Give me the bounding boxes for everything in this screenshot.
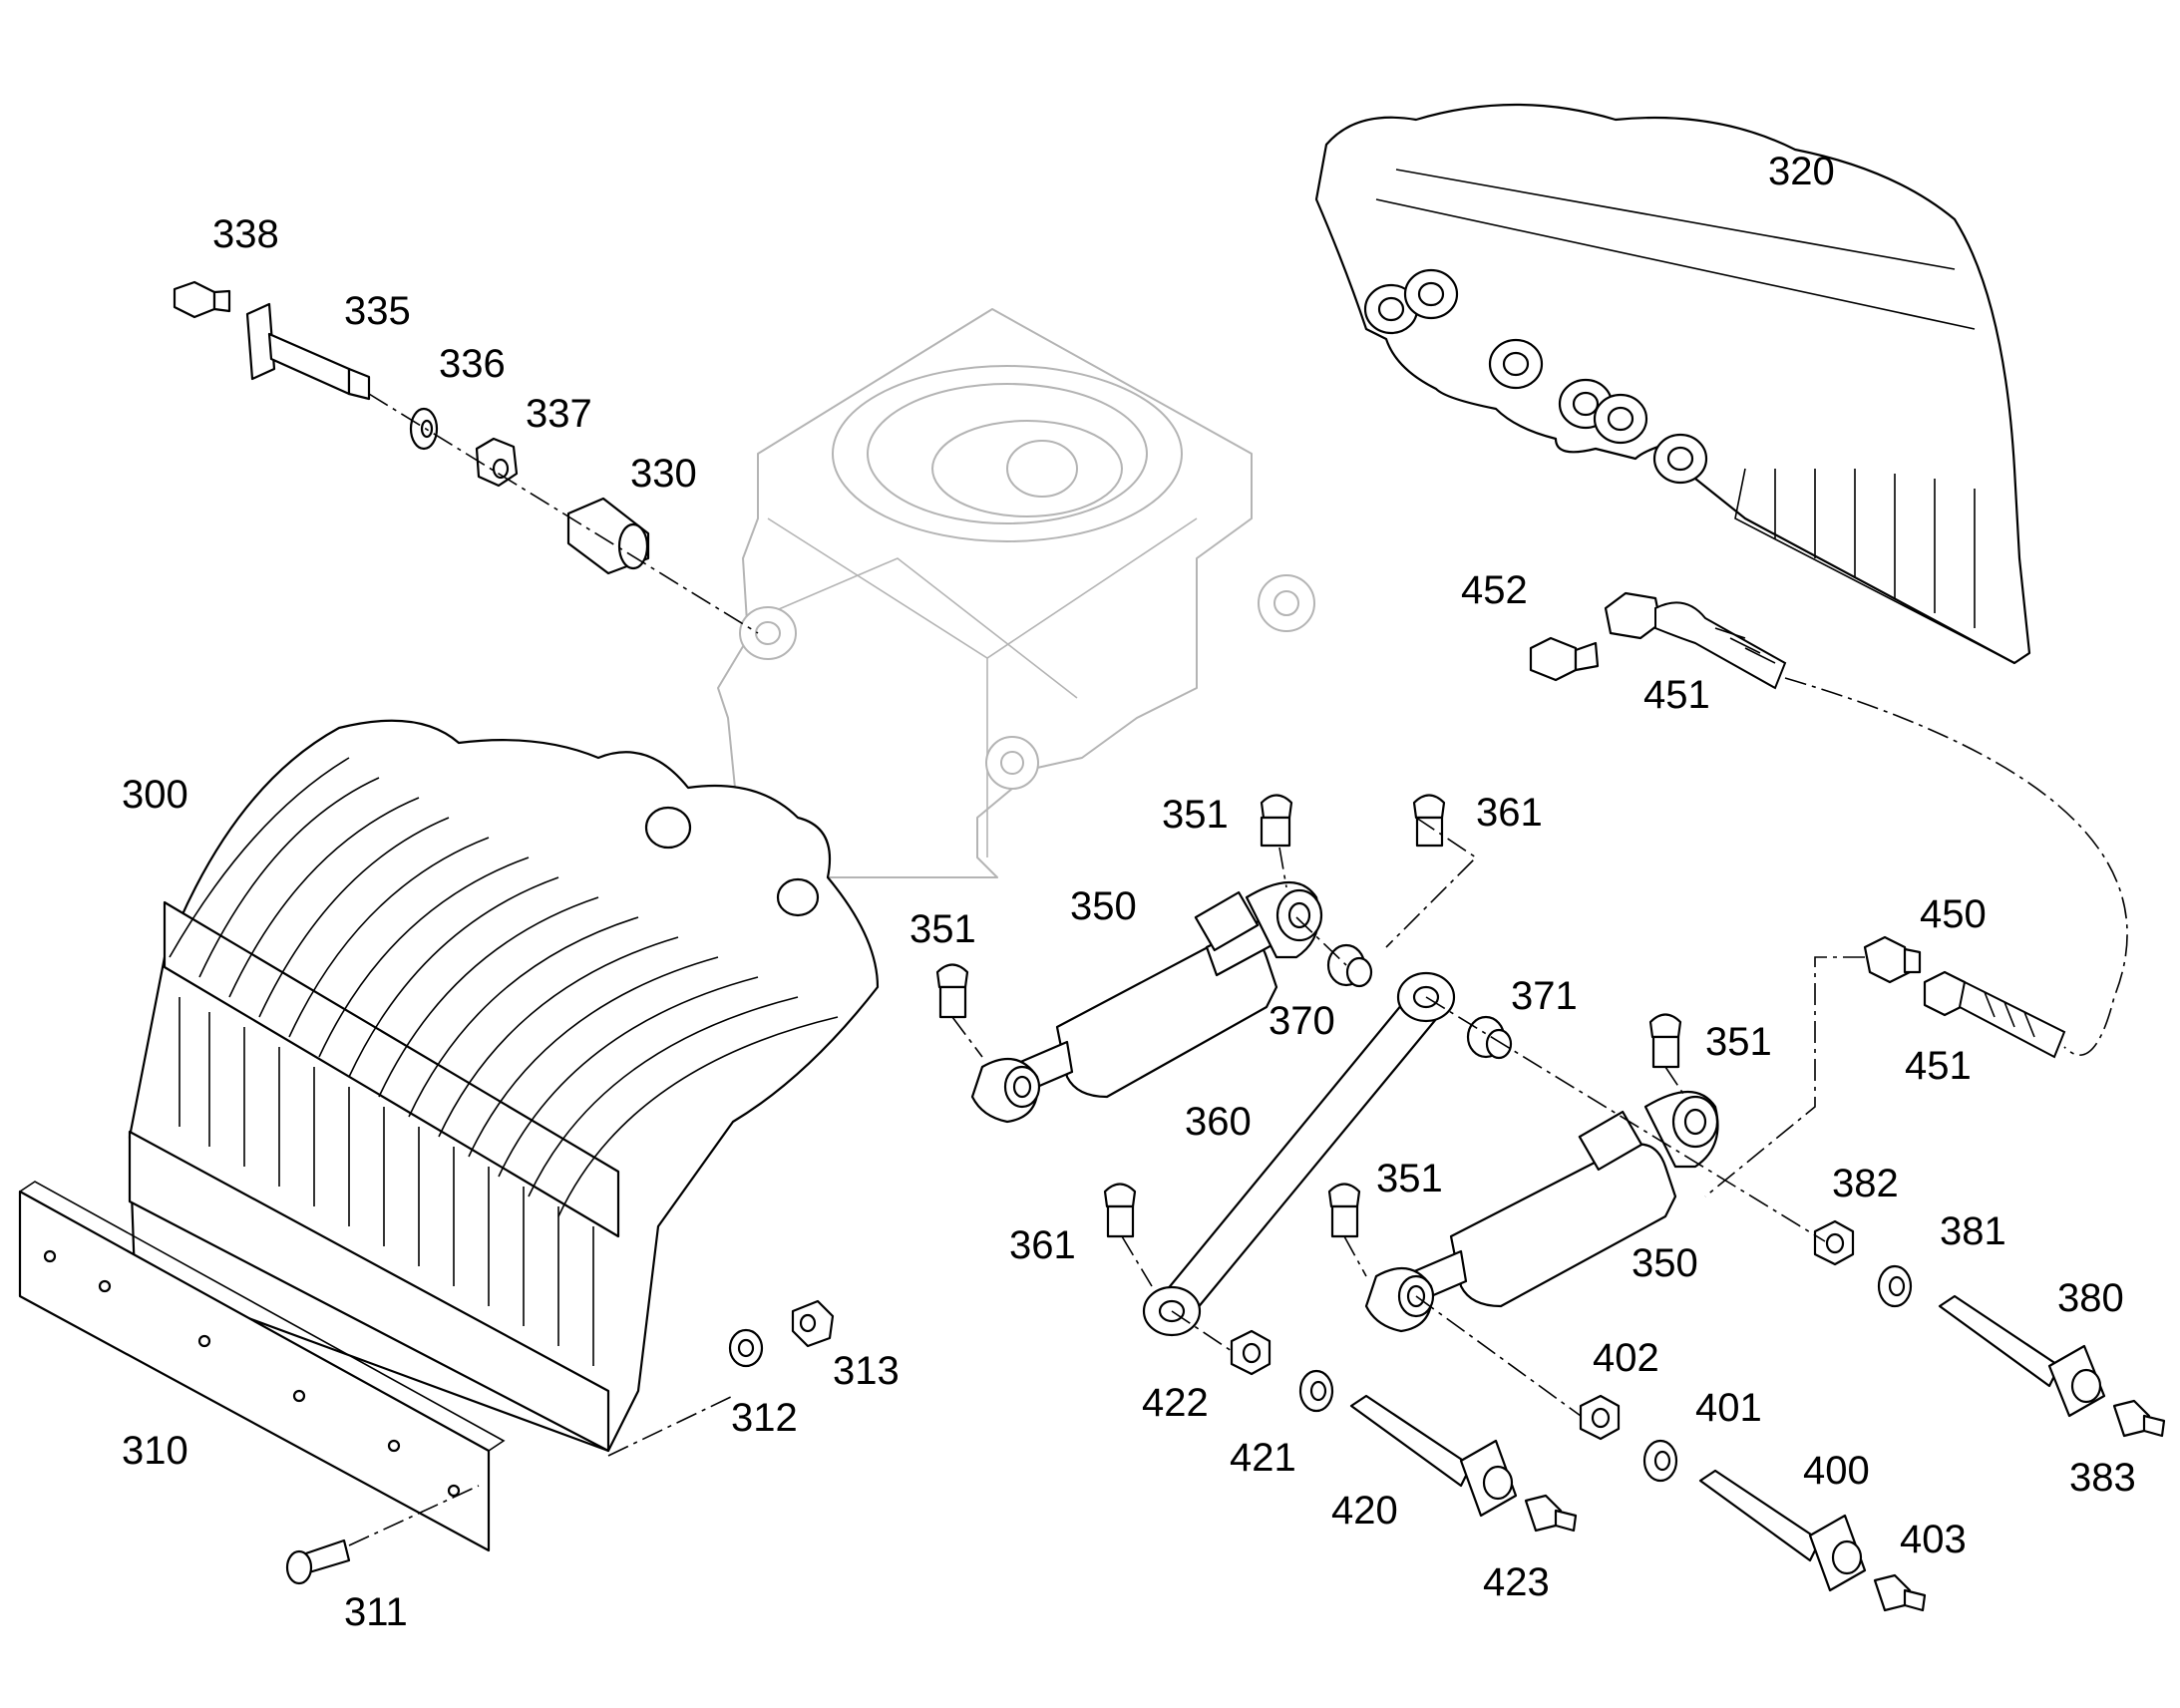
pin-380: [1938, 1294, 2106, 1418]
label-370: 370: [1269, 999, 1335, 1043]
label-338: 338: [212, 212, 279, 256]
grease-nipple-338: [173, 280, 231, 319]
washer-336: [409, 407, 439, 451]
hose-fitting-451-upper: [1604, 591, 1787, 690]
grease-nipple-351-left: [935, 963, 969, 1019]
bucket-320: [1314, 103, 2031, 665]
nut-313: [791, 1299, 835, 1348]
fitting-452: [1529, 636, 1600, 682]
grease-nipple-383: [2112, 1399, 2166, 1438]
label-312: 312: [731, 1396, 798, 1440]
bushing-330: [566, 497, 650, 575]
leader-pin-housing: [368, 393, 759, 634]
washer-401: [1642, 1439, 1678, 1483]
label-330: 330: [630, 452, 697, 496]
grease-nipple-351-top: [1260, 794, 1293, 848]
hose-fitting-451-lower: [1923, 970, 2066, 1059]
washer-421: [1298, 1369, 1334, 1413]
label-383: 383: [2069, 1456, 2136, 1500]
grease-nipple-351-right: [1648, 1013, 1682, 1069]
nut-382: [1813, 1219, 1855, 1266]
pin-400: [1698, 1469, 1867, 1592]
label-310: 310: [122, 1429, 188, 1473]
grease-nipple-351-lower: [1327, 1183, 1361, 1238]
label-351-left: 351: [909, 907, 976, 951]
label-337: 337: [526, 392, 592, 436]
label-381: 381: [1940, 1209, 2006, 1253]
pin-335: [245, 302, 371, 401]
label-452: 452: [1461, 568, 1528, 612]
label-371: 371: [1511, 974, 1578, 1018]
label-423: 423: [1483, 1560, 1550, 1604]
label-350-lower: 350: [1632, 1241, 1698, 1285]
label-361-lower: 361: [1009, 1223, 1076, 1267]
label-382: 382: [1832, 1162, 1899, 1205]
fitting-450: [1863, 935, 1922, 984]
label-420: 420: [1331, 1489, 1398, 1533]
part-labels: 300 310 311 312 313 320 330 335 336 337 …: [122, 150, 2136, 1634]
label-451-lower: 451: [1905, 1044, 1972, 1088]
label-421: 421: [1230, 1436, 1296, 1480]
label-351-lower: 351: [1376, 1157, 1443, 1200]
grease-nipple-361-top: [1412, 794, 1446, 848]
cylinder-350-upper: [970, 880, 1323, 1124]
label-313: 313: [833, 1349, 900, 1393]
cylinder-350-lower: [1364, 1090, 1719, 1333]
bushing-371: [1466, 1015, 1513, 1060]
label-451-upper: 451: [1643, 673, 1710, 717]
bucket-300: [128, 719, 880, 1453]
label-380: 380: [2057, 1276, 2124, 1320]
cutting-edge-310: [18, 1181, 506, 1552]
nut-337: [475, 437, 519, 488]
label-351-right: 351: [1705, 1020, 1772, 1064]
label-351-top: 351: [1162, 793, 1229, 837]
label-336: 336: [439, 342, 506, 386]
label-422: 422: [1142, 1381, 1209, 1425]
nut-422: [1230, 1329, 1272, 1376]
label-350-upper: 350: [1070, 884, 1137, 928]
grease-nipple-403: [1873, 1573, 1927, 1612]
label-360: 360: [1185, 1100, 1252, 1144]
housing-ghost: [717, 308, 1315, 878]
leader-lines: [348, 677, 2128, 1546]
grease-nipple-423: [1524, 1494, 1578, 1533]
label-450: 450: [1920, 892, 1987, 936]
label-335: 335: [344, 289, 411, 333]
bushing-370: [1326, 943, 1373, 988]
label-361-top: 361: [1476, 791, 1543, 835]
nut-402: [1579, 1394, 1621, 1441]
label-400: 400: [1803, 1449, 1870, 1493]
label-300: 300: [122, 773, 188, 817]
link-360: [1142, 971, 1456, 1337]
bolt-311: [285, 1538, 351, 1585]
label-403: 403: [1900, 1518, 1967, 1561]
label-401: 401: [1695, 1386, 1762, 1430]
pin-420: [1349, 1394, 1518, 1518]
label-402: 402: [1593, 1336, 1659, 1380]
label-320: 320: [1768, 150, 1835, 193]
washer-312: [728, 1328, 764, 1368]
washer-381: [1877, 1264, 1913, 1308]
label-311: 311: [344, 1590, 408, 1634]
grease-nipple-361-lower: [1103, 1183, 1137, 1238]
